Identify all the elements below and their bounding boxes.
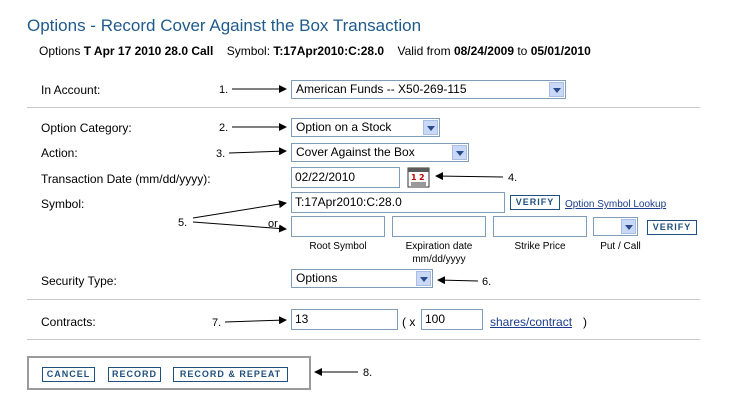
put-call-select[interactable] bbox=[593, 217, 638, 236]
multiplier-open: ( x bbox=[402, 315, 416, 329]
multiplier-close: ) bbox=[583, 315, 587, 329]
page-title: Options - Record Cover Against the Box T… bbox=[27, 16, 422, 35]
symbol-value-text: T:17Apr2010:C:28.0 bbox=[273, 44, 385, 58]
symbol-input[interactable]: T:17Apr2010:C:28.0 bbox=[291, 192, 505, 213]
option-category-select[interactable]: Option on a Stock bbox=[291, 118, 440, 137]
security-type-select[interactable]: Options bbox=[291, 269, 433, 288]
annotation-7: 7. bbox=[212, 317, 222, 329]
action-value: Cover Against the Box bbox=[296, 145, 415, 159]
annotation-8: 8. bbox=[363, 367, 373, 379]
account-select-value: American Funds -- X50-269-115 bbox=[296, 82, 467, 96]
security-type-label: Security Type: bbox=[41, 274, 117, 288]
valid-from-caption: Valid from bbox=[397, 44, 451, 58]
annotation-2: 2. bbox=[219, 122, 229, 134]
calendar-icon[interactable]: 1 2 bbox=[407, 166, 430, 188]
strike-price-input[interactable] bbox=[493, 216, 587, 237]
put-call-caption: Put / Call bbox=[600, 241, 641, 252]
action-label: Action: bbox=[41, 146, 78, 160]
arrow-6 bbox=[437, 276, 479, 285]
divider bbox=[27, 299, 700, 300]
expiration-date-input[interactable] bbox=[392, 216, 486, 237]
or-label: or bbox=[268, 218, 278, 230]
shares-per-contract-input[interactable]: 100 bbox=[421, 309, 483, 330]
record-and-repeat-button[interactable]: RECORD & REPEAT bbox=[173, 367, 288, 382]
option-symbol-lookup-link[interactable]: Option Symbol Lookup bbox=[565, 199, 667, 210]
chevron-down-icon[interactable] bbox=[621, 219, 636, 234]
account-select[interactable]: American Funds -- X50-269-115 bbox=[291, 80, 566, 99]
root-symbol-caption: Root Symbol bbox=[309, 241, 367, 252]
transaction-date-label: Transaction Date (mm/dd/yyyy): bbox=[41, 172, 211, 186]
transaction-date-input[interactable]: 02/22/2010 bbox=[291, 167, 400, 188]
symbol-label: Symbol: bbox=[41, 197, 85, 211]
divider bbox=[27, 339, 700, 340]
chevron-down-icon[interactable] bbox=[416, 271, 431, 286]
account-label: In Account: bbox=[41, 83, 101, 97]
expiration-date-format: mm/dd/yyyy bbox=[412, 254, 466, 265]
root-symbol-input[interactable] bbox=[291, 216, 385, 237]
chevron-down-icon[interactable] bbox=[423, 120, 438, 135]
to-caption: to bbox=[517, 44, 528, 58]
contracts-label: Contracts: bbox=[41, 315, 96, 329]
arrow-5a bbox=[192, 200, 287, 219]
arrow-4 bbox=[435, 172, 504, 181]
option-category-label: Option Category: bbox=[41, 121, 132, 135]
option-info-line: Options T Apr 17 2010 28.0 Call Symbol: … bbox=[39, 44, 591, 58]
expiration-date-caption: Expiration date bbox=[405, 241, 473, 252]
divider bbox=[27, 107, 700, 108]
button-group-frame bbox=[27, 356, 311, 390]
verify-components-button[interactable]: VERIFY bbox=[647, 220, 697, 235]
option-prefix: Options bbox=[39, 44, 81, 58]
arrow-3 bbox=[228, 147, 287, 156]
chevron-down-icon[interactable] bbox=[452, 145, 467, 160]
option-description: T Apr 17 2010 28.0 Call bbox=[83, 44, 214, 58]
arrow-5b bbox=[192, 221, 287, 233]
annotation-6: 6. bbox=[482, 276, 492, 288]
chevron-down-icon[interactable] bbox=[549, 82, 564, 97]
record-button[interactable]: RECORD bbox=[108, 367, 161, 382]
annotation-4: 4. bbox=[508, 172, 518, 184]
shares-per-contract-link[interactable]: shares/contract bbox=[490, 315, 573, 329]
verify-symbol-button[interactable]: VERIFY bbox=[510, 195, 560, 210]
valid-to-date: 05/01/2010 bbox=[530, 44, 591, 58]
strike-price-caption: Strike Price bbox=[514, 241, 566, 252]
annotation-1: 1. bbox=[219, 84, 229, 96]
cancel-button[interactable]: CANCEL bbox=[42, 367, 95, 382]
contracts-input[interactable]: 13 bbox=[291, 309, 398, 330]
annotation-5: 5. bbox=[178, 217, 188, 229]
valid-from-date: 08/24/2009 bbox=[453, 44, 514, 58]
arrow-7 bbox=[224, 316, 287, 325]
svg-text:2: 2 bbox=[419, 173, 425, 182]
action-select[interactable]: Cover Against the Box bbox=[291, 143, 469, 162]
annotation-3: 3. bbox=[216, 148, 226, 160]
symbol-caption: Symbol: bbox=[226, 44, 271, 58]
svg-text:1: 1 bbox=[411, 173, 417, 182]
option-category-value: Option on a Stock bbox=[296, 120, 392, 134]
security-type-value: Options bbox=[296, 271, 338, 285]
